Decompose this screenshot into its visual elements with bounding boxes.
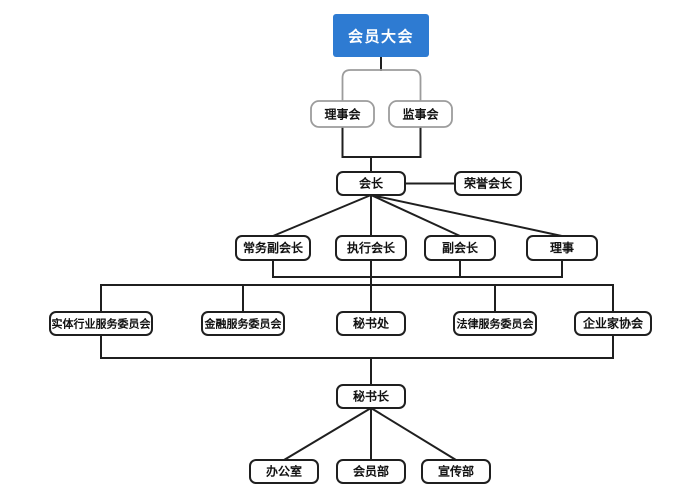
node-legal-committee-box <box>453 311 537 336</box>
node-supervisory[interactable]: 监事会 <box>388 100 453 128</box>
node-secretary-general-box <box>336 384 406 409</box>
node-entrepreneurs-assoc-label: 企业家协会 <box>582 316 644 331</box>
node-entrepreneurs-assoc[interactable]: 企业家协会 <box>574 311 652 336</box>
node-assembly-box <box>333 14 429 57</box>
node-standing-vp[interactable]: 常务副会长 <box>235 235 311 261</box>
edge-level4-to-committees-bus <box>100 259 614 313</box>
edge-president-children-fan <box>271 193 564 238</box>
node-industry-committee-box <box>49 311 153 336</box>
node-finance-committee[interactable]: 金融服务委员会 <box>201 311 285 336</box>
node-office-label: 办公室 <box>266 464 302 479</box>
node-publicity-dept-box <box>421 459 491 484</box>
node-supervisory-label: 监事会 <box>402 107 439 122</box>
node-executive-president[interactable]: 执行会长 <box>335 235 407 261</box>
node-president[interactable]: 会长 <box>336 171 406 196</box>
node-secretariat-box <box>336 311 406 336</box>
node-finance-committee-label: 金融服务委员会 <box>204 317 283 331</box>
node-office[interactable]: 办公室 <box>249 459 319 484</box>
node-industry-committee[interactable]: 实体行业服务委员会 <box>49 311 153 336</box>
edge-secretary-general-departments-fan <box>282 406 458 462</box>
node-membership-dept-label: 会员部 <box>353 464 389 479</box>
node-director[interactable]: 理事 <box>526 235 598 261</box>
node-secretariat[interactable]: 秘书处 <box>336 311 406 336</box>
node-supervisory-box <box>388 100 453 128</box>
node-executive-president-box <box>335 235 407 261</box>
node-finance-committee-box <box>201 311 285 336</box>
node-honorary-box <box>454 171 522 196</box>
edge-boards-president <box>341 126 422 173</box>
node-entrepreneurs-assoc-box <box>574 311 652 336</box>
node-secretariat-label: 秘书处 <box>353 316 390 331</box>
edge-committees-to-secretary-general <box>100 334 614 386</box>
node-executive-president-label: 执行会长 <box>347 240 396 255</box>
node-vice-president[interactable]: 副会长 <box>424 235 496 261</box>
node-assembly-label: 会员大会 <box>348 28 414 46</box>
node-legal-committee[interactable]: 法律服务委员会 <box>453 311 537 336</box>
node-president-label: 会长 <box>359 176 384 191</box>
node-director-label: 理事 <box>550 240 574 255</box>
node-president-box <box>336 171 406 196</box>
node-standing-vp-box <box>235 235 311 261</box>
node-membership-dept-box <box>336 459 406 484</box>
node-publicity-dept[interactable]: 宣传部 <box>421 459 491 484</box>
node-director-box <box>526 235 598 261</box>
edge-assembly-boards-bracket <box>341 69 422 102</box>
node-office-box <box>249 459 319 484</box>
node-standing-vp-label: 常务副会长 <box>243 240 304 255</box>
node-secretary-general-label: 秘书长 <box>353 389 390 404</box>
node-publicity-dept-label: 宣传部 <box>438 464 474 479</box>
node-council[interactable]: 理事会 <box>310 100 375 128</box>
node-honorary-label: 荣誉会长 <box>463 176 513 191</box>
node-council-label: 理事会 <box>324 107 361 122</box>
node-assembly[interactable]: 会员大会 <box>333 14 429 57</box>
node-council-box <box>310 100 375 128</box>
node-industry-committee-label: 实体行业服务委员会 <box>52 317 152 331</box>
node-legal-committee-label: 法律服务委员会 <box>457 317 535 331</box>
node-secretary-general[interactable]: 秘书长 <box>336 384 406 409</box>
node-membership-dept[interactable]: 会员部 <box>336 459 406 484</box>
node-vice-president-label: 副会长 <box>442 240 479 255</box>
node-vice-president-box <box>424 235 496 261</box>
node-honorary[interactable]: 荣誉会长 <box>454 171 522 196</box>
